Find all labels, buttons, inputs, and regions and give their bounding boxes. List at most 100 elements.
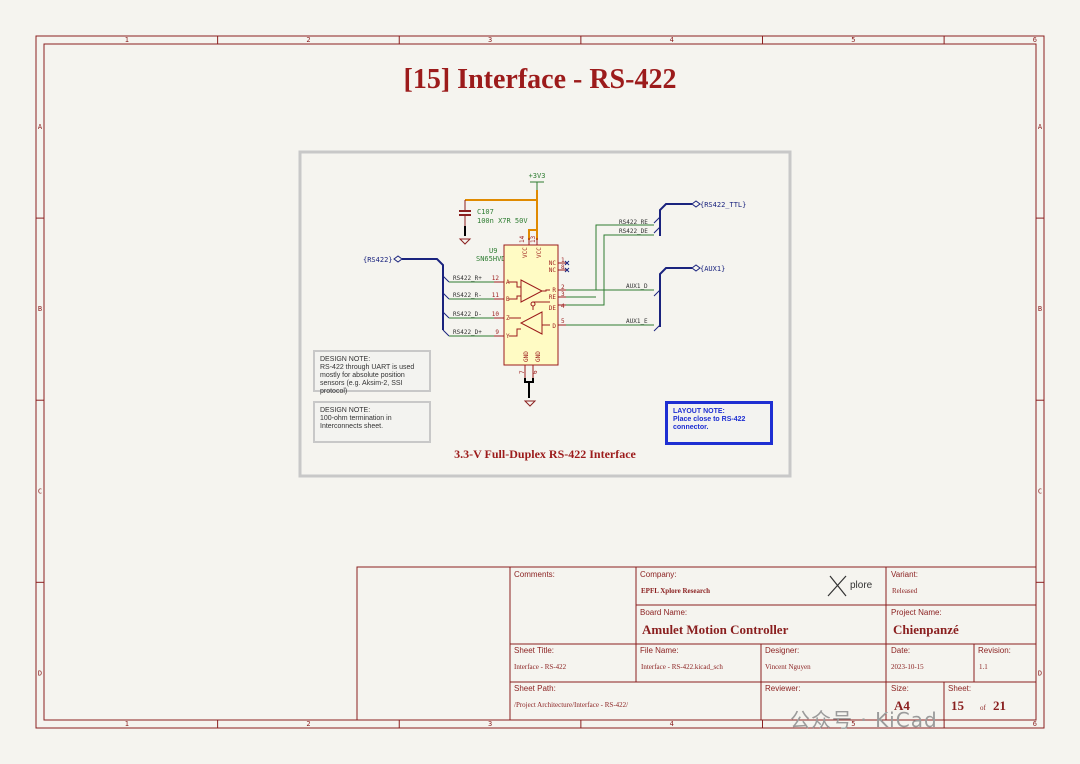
pin-right-name-4: RE — [549, 294, 557, 301]
pin-top-name-1: VCC — [522, 247, 529, 258]
tb-reviewer-label: Reviewer: — [765, 684, 801, 693]
pin-left-num-3: 10 — [492, 311, 500, 318]
tb-size: A4 — [894, 698, 910, 713]
tb-sheet-num: 15 — [951, 698, 964, 713]
note-heading: LAYOUT NOTE: — [673, 408, 725, 415]
pin-right-name-3: R — [552, 287, 556, 294]
pin-left-name-3: Z — [506, 315, 510, 322]
col-label-bottom: 3 — [488, 720, 492, 728]
tb-designer-label: Designer: — [765, 646, 800, 655]
net-aux1-e: AUX1_E — [626, 318, 648, 325]
pin-right-num-3: 2 — [561, 284, 565, 291]
row-label-right: D — [1038, 669, 1042, 677]
col-label-top: 3 — [488, 36, 492, 44]
pin-left-name-1: A — [506, 279, 510, 286]
tb-sheet-label: Sheet: — [948, 684, 972, 693]
tb-company-label: Company: — [640, 570, 677, 579]
note-heading: DESIGN NOTE: — [320, 407, 371, 414]
row-label-left: B — [38, 305, 42, 313]
cap-value: 100n X7R 50V — [477, 217, 528, 225]
label-aux1: {AUX1} — [700, 265, 725, 273]
inner-frame — [43, 43, 1037, 721]
xplore-logo — [827, 575, 847, 597]
pin-right-num-5: 4 — [561, 303, 565, 310]
col-label-bottom: 2 — [306, 720, 310, 728]
col-label-bottom: 4 — [670, 720, 674, 728]
tb-size-label: Size: — [891, 684, 909, 693]
tb-revision-label: Revision: — [978, 646, 1011, 655]
ic-part: SN65HVD35DR — [476, 255, 523, 263]
tb-revision: 1.1 — [979, 663, 988, 671]
cap-ref: C107 — [477, 208, 494, 216]
tb-sheet-total: 21 — [993, 698, 1006, 713]
pin-left-name-4: Y — [506, 333, 510, 340]
col-label-top: 5 — [851, 36, 855, 44]
tb-company: EPFL Xplore Research — [641, 587, 710, 595]
note-heading: DESIGN NOTE: — [320, 356, 371, 363]
schematic-box — [298, 150, 792, 478]
page-title: [15] Interface - RS-422 — [403, 64, 677, 95]
net-aux1-d: AUX1_D — [626, 283, 648, 290]
tb-project-name-label: Project Name: — [891, 608, 942, 617]
tb-date: 2023-10-15 — [891, 663, 924, 671]
tb-board-name-label: Board Name: — [640, 608, 688, 617]
pin-right-name-5: DE — [549, 305, 557, 312]
pin-top-num-2: 13 — [530, 235, 537, 243]
pin-bot-num-1: 7 — [519, 370, 526, 374]
col-label-top: 1 — [125, 36, 129, 44]
tb-designer: Vincent Nguyen — [765, 663, 811, 671]
tb-board-name: Amulet Motion Controller — [642, 622, 789, 637]
net-rs422-dm: RS422_D- — [453, 311, 482, 318]
tb-sheet-title: Interface - RS-422 — [514, 663, 567, 671]
note-text: Place close to RS-422 connector. — [673, 416, 746, 431]
note-text: RS-422 through UART is used mostly for a… — [320, 364, 415, 395]
title-block-grid — [356, 566, 1037, 721]
tb-project-name: Chienpanzé — [893, 622, 959, 637]
pin-right-num-1: 1 — [561, 257, 565, 264]
rs422-bus: {RS422} RS422_R+ RS422_R- RS422_D- RS422… — [363, 255, 494, 337]
tb-of-label: of — [980, 704, 986, 712]
pin-right-num-6: 5 — [561, 318, 565, 325]
pin-right-num-4: 3 — [561, 291, 565, 298]
ground-icon — [523, 400, 537, 407]
watermark: 公众号 · KiCad — [790, 708, 938, 732]
layout-note: LAYOUT NOTE: Place close to RS-422 conne… — [665, 401, 773, 445]
label-rs422: {RS422} — [363, 256, 393, 264]
pin-bot-num-2: 6 — [532, 370, 539, 374]
tb-file-name: Interface - RS-422.kicad_sch — [641, 663, 723, 671]
pin-left-num-4: 9 — [495, 329, 499, 336]
col-label-bottom: 1 — [125, 720, 129, 728]
pin-bot-name-1: GND — [523, 351, 530, 362]
capacitor-c107: C107 100n X7R 50V — [458, 200, 528, 245]
pin-top-name-2: VCC — [536, 247, 543, 258]
tb-logo-text: plore — [850, 580, 873, 591]
row-label-left: D — [38, 669, 42, 677]
no-connect-icons — [564, 260, 570, 273]
outer-frame — [35, 35, 1045, 729]
power-symbol: +3V3 — [529, 172, 546, 190]
tb-sheet-path: /Project Architecture/Interface - RS-422… — [514, 701, 629, 709]
pin-left-name-2: B — [506, 296, 510, 303]
power-label: +3V3 — [529, 172, 546, 180]
pin-right-num-2: 8 — [561, 264, 565, 271]
buffer-symbols — [509, 279, 550, 337]
tb-variant-label: Variant: — [891, 570, 918, 579]
schematic-subtitle: 3.3-V Full-Duplex RS-422 Interface — [454, 447, 636, 461]
tb-sheet-title-label: Sheet Title: — [514, 646, 555, 655]
tb-sheet-path-label: Sheet Path: — [514, 684, 556, 693]
pin-right-name-2: NC — [549, 267, 557, 274]
col-label-top: 6 — [1033, 36, 1037, 44]
row-label-left: A — [38, 123, 43, 131]
net-rs422-rm: RS422_R- — [453, 292, 482, 299]
col-label-bottom: 6 — [1033, 720, 1037, 728]
design-note-termination: DESIGN NOTE: 100-ohm termination in Inte… — [313, 401, 431, 443]
net-rs422-dp: RS422_D+ — [453, 329, 482, 336]
tb-date-label: Date: — [891, 646, 911, 655]
ic-u9: U9 SN65HVD35DR VCC VCC 14 13 GND GND 7 6… — [476, 235, 570, 407]
label-rs422-ttl: {RS422_TTL} — [700, 201, 746, 209]
tb-variant: Released — [892, 587, 918, 595]
row-label-right: A — [1038, 123, 1043, 131]
pin-left-num-1: 12 — [492, 275, 500, 282]
